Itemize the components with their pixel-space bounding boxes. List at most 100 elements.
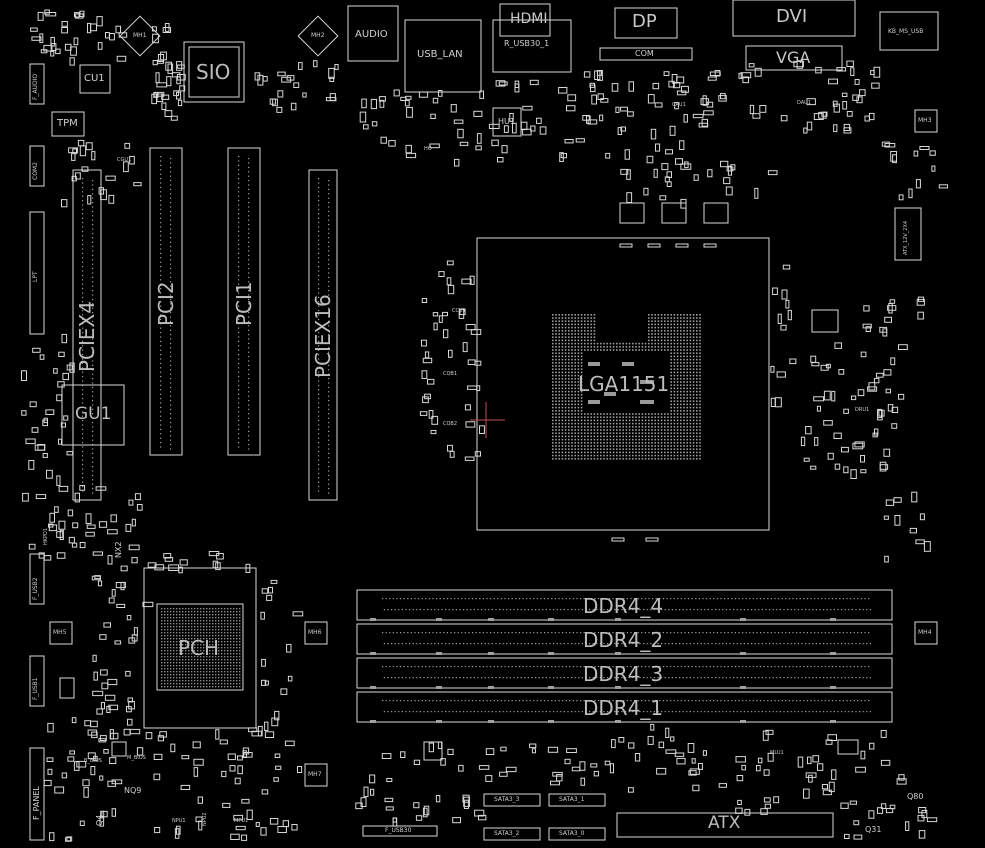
- pch-pad: [230, 626, 232, 628]
- cpu-pad: [632, 349, 634, 351]
- dimm-pin: [644, 700, 646, 702]
- cpu-pad: [571, 378, 573, 380]
- dimm-pin: [754, 643, 756, 645]
- passive-component: [257, 725, 263, 737]
- passive-component: [843, 466, 849, 474]
- passive-component: [380, 136, 387, 144]
- dimm-pin: [464, 700, 466, 702]
- dimm-pin: [437, 609, 439, 611]
- cpu-pad: [667, 426, 669, 428]
- slot-pin: [82, 459, 84, 461]
- power-block: [703, 202, 729, 224]
- pch-pad: [182, 638, 184, 640]
- cpu-pad: [561, 358, 564, 361]
- pch-pad: [194, 644, 196, 646]
- slot-pin: [170, 307, 172, 309]
- cpu-pad: [680, 442, 682, 444]
- passive-component: [579, 761, 586, 771]
- dimm-pin: [785, 700, 787, 702]
- dimm-pin: [729, 643, 731, 645]
- cpu-pad: [619, 432, 621, 434]
- slot-pin: [82, 345, 84, 347]
- dimm-pin: [765, 609, 767, 611]
- cpu-key: [640, 380, 654, 384]
- cpu-pad: [664, 448, 666, 450]
- cpu-pad: [648, 458, 650, 460]
- pch-pad: [212, 629, 214, 631]
- dimm-pin: [527, 711, 529, 713]
- dimm-pin: [398, 609, 400, 611]
- pch-pad: [227, 662, 229, 664]
- cpu-pad: [676, 374, 679, 377]
- dimm-pin: [436, 700, 438, 702]
- cpu-pad: [622, 448, 624, 450]
- dimm-pin: [551, 598, 553, 600]
- slot-pin: [92, 188, 94, 190]
- dimm-pin: [587, 632, 589, 634]
- cpu-pad: [561, 323, 564, 326]
- power-block: [111, 741, 127, 757]
- dimm-pin: [666, 598, 668, 600]
- dimm-pin: [722, 711, 724, 713]
- pch-pad: [239, 608, 241, 610]
- slot-pin: [318, 182, 320, 184]
- cpu-pad: [667, 413, 669, 415]
- cpu-pad: [593, 346, 596, 348]
- mh5-outline: [49, 621, 73, 645]
- dimm-pin: [817, 598, 819, 600]
- pch-pad: [206, 683, 208, 685]
- passive-component: [793, 60, 804, 68]
- pch-pad: [239, 614, 241, 616]
- dimm-pin: [457, 632, 459, 634]
- dimm-pin: [799, 666, 801, 668]
- cpu-pad: [664, 314, 666, 316]
- dimm-pin: [556, 643, 558, 645]
- slot-pin: [248, 180, 250, 182]
- dimm-pin: [513, 643, 515, 645]
- cpu-pad: [571, 397, 573, 399]
- cpu-pad: [654, 314, 656, 316]
- slot-pin: [82, 486, 84, 488]
- dimm-pin: [859, 711, 861, 713]
- slot-pin: [248, 316, 250, 318]
- cpu-pad: [689, 378, 692, 380]
- cpu-pad: [689, 394, 692, 396]
- pch-pad: [191, 665, 193, 667]
- cpu-pad: [619, 346, 621, 348]
- pch-pad: [230, 677, 232, 679]
- socket-mark: [703, 243, 717, 248]
- passive-component: [53, 368, 58, 374]
- pch-pad: [191, 686, 193, 688]
- pch-pad: [203, 677, 205, 679]
- cpu-pad: [587, 435, 589, 438]
- slot-pin: [160, 191, 162, 193]
- slot-pin: [82, 182, 84, 184]
- cpu-pad: [564, 397, 567, 399]
- passive-component: [808, 774, 813, 783]
- cpu-pad: [600, 422, 602, 425]
- pch-pad: [212, 650, 214, 652]
- dimm-pin: [655, 632, 657, 634]
- passive-component: [718, 95, 727, 102]
- cpu-pad: [587, 426, 589, 428]
- passive-component: [384, 797, 394, 803]
- passive-component: [32, 347, 41, 353]
- cpu-pad: [574, 397, 576, 399]
- dimm-pin: [473, 711, 475, 713]
- cpu-pad: [561, 442, 564, 444]
- pch-pad: [224, 641, 226, 643]
- dimm-pin: [644, 632, 646, 634]
- dimm-pin: [574, 609, 576, 611]
- slot-pin: [328, 417, 330, 419]
- dimm-pin: [792, 700, 794, 702]
- dimm-pin: [396, 598, 398, 600]
- cpu-pad: [609, 422, 612, 425]
- passive-component: [850, 67, 855, 77]
- passive-component: [73, 37, 79, 46]
- pch-pad: [239, 617, 241, 619]
- slot-pin: [238, 327, 240, 329]
- dimm-pin: [455, 643, 457, 645]
- slot-pin: [82, 450, 84, 452]
- cpu-pad: [552, 330, 554, 332]
- cpu-pad: [660, 339, 663, 342]
